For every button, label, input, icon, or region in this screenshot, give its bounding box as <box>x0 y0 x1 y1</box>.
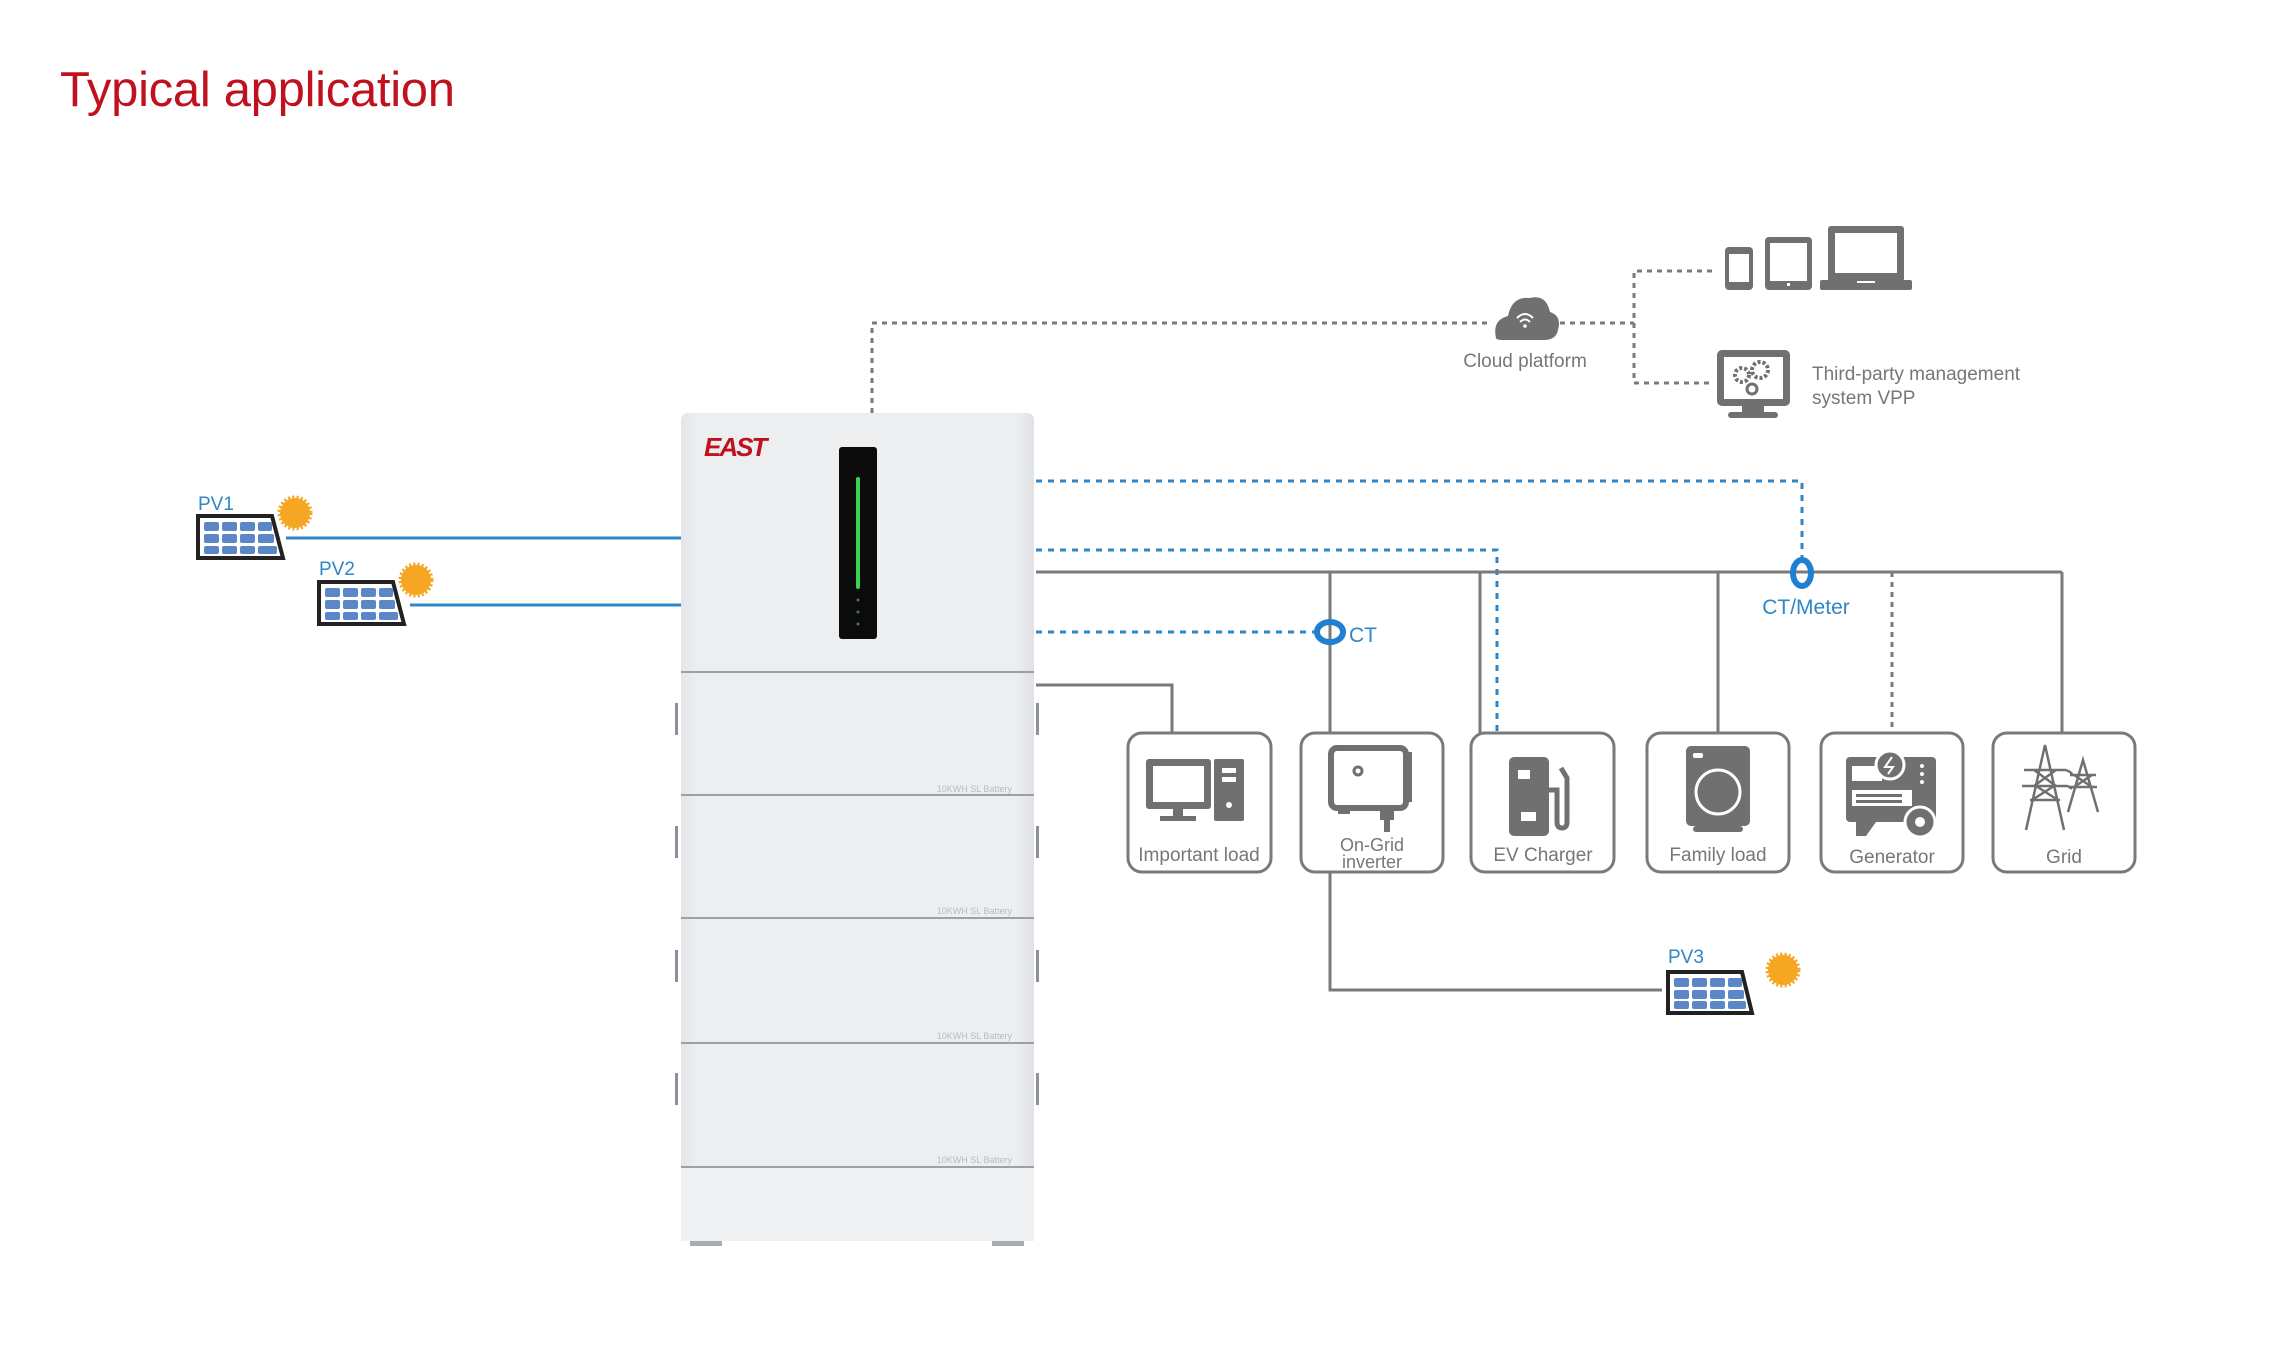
on-grid-label-line2: inverter <box>1342 852 1402 872</box>
pv3-sun-icon <box>1765 952 1801 988</box>
ev-charger-icon <box>1509 757 1570 836</box>
pv1: PV1 <box>196 494 313 560</box>
pv3: PV3 <box>1666 947 1801 1015</box>
grid-label: Grid <box>2046 847 2082 868</box>
led-status-bar <box>856 477 860 589</box>
generator-label: Generator <box>1849 847 1935 868</box>
pv3-solar-panel-icon <box>1666 970 1755 1015</box>
computer-icon <box>1146 759 1244 821</box>
led-status-panel <box>839 447 877 639</box>
cloud-label: Cloud platform <box>1463 351 1587 372</box>
battery-module-1-label: 10KWH SL Battery <box>937 784 1013 794</box>
important-load-line <box>1036 683 1174 733</box>
battery-module-2-label: 10KWH SL Battery <box>937 906 1013 916</box>
ev-charger-box: EV Charger <box>1469 731 1616 874</box>
important-load-label: Important load <box>1138 845 1259 866</box>
battery-base <box>681 1167 1034 1241</box>
battery-module-1 <box>681 672 1034 795</box>
grid-box: Grid <box>1991 731 2137 874</box>
devices-branch-line <box>1632 269 1712 385</box>
pv3-line <box>1328 872 1662 992</box>
battery-foot-right <box>992 1241 1024 1246</box>
ev-comm-line <box>1036 548 1499 733</box>
pv1-solar-panel-icon <box>196 514 286 560</box>
ct-sensor-icon <box>1314 619 1346 645</box>
cloud-platform: Cloud platform <box>1463 297 1587 372</box>
generator-icon <box>1846 749 1937 839</box>
family-load-box: Family load <box>1645 731 1791 874</box>
cloud-icon <box>1495 297 1559 340</box>
battery-module-3-label: 10KWH SL Battery <box>937 1031 1013 1041</box>
load-boxes: Important load On-Grid inverter <box>1126 731 2137 874</box>
pv2: PV2 <box>317 559 434 626</box>
vpp-system: Third-party management system VPP <box>1717 350 2021 418</box>
monitor-gears-icon <box>1717 350 1790 418</box>
pv2-sun-icon <box>398 562 434 598</box>
pv2-solar-panel-icon <box>317 580 407 626</box>
ct-meter-label: CT/Meter <box>1762 596 1850 619</box>
tablet-icon <box>1765 237 1812 290</box>
vpp-label-line1: Third-party management <box>1812 364 2021 385</box>
battery-module-4-label: 10KWH SL Battery <box>937 1155 1013 1165</box>
battery-module-2 <box>681 795 1034 918</box>
battery-module-4 <box>681 1043 1034 1167</box>
phone-icon <box>1725 247 1753 290</box>
washing-machine-icon <box>1686 746 1750 832</box>
family-load-label: Family load <box>1669 845 1766 866</box>
battery-module-3 <box>681 918 1034 1043</box>
power-tower-icon <box>2022 744 2100 831</box>
module-handles <box>675 703 1039 1105</box>
meter-comm-line <box>1036 479 1804 560</box>
pv1-label: PV1 <box>198 494 234 515</box>
vpp-label-line2: system VPP <box>1812 388 1915 409</box>
battery-foot-left <box>690 1241 722 1246</box>
pv1-sun-icon <box>277 495 313 531</box>
inverter-icon <box>1328 745 1412 832</box>
on-grid-label-line1: On-Grid <box>1340 835 1404 855</box>
pv3-label: PV3 <box>1668 947 1704 968</box>
laptop-icon <box>1820 226 1912 290</box>
battery-system: EAST 10KWH SL Battery 10KWH SL Battery 1… <box>675 413 1039 1246</box>
page-title: Typical application <box>60 63 455 117</box>
wiring: CT CT/Meter <box>286 269 2064 992</box>
cloud-comm-line <box>870 321 1492 413</box>
on-grid-inverter-box: On-Grid inverter <box>1299 731 1445 874</box>
user-devices <box>1725 226 1912 290</box>
important-load-box: Important load <box>1126 731 1273 874</box>
generator-box: Generator <box>1819 731 1965 874</box>
ct-label: CT <box>1349 624 1377 647</box>
ev-charger-label: EV Charger <box>1493 845 1593 866</box>
east-logo: EAST <box>704 432 769 462</box>
ct-meter-sensor-icon <box>1790 557 1814 589</box>
pv2-label: PV2 <box>319 559 355 580</box>
